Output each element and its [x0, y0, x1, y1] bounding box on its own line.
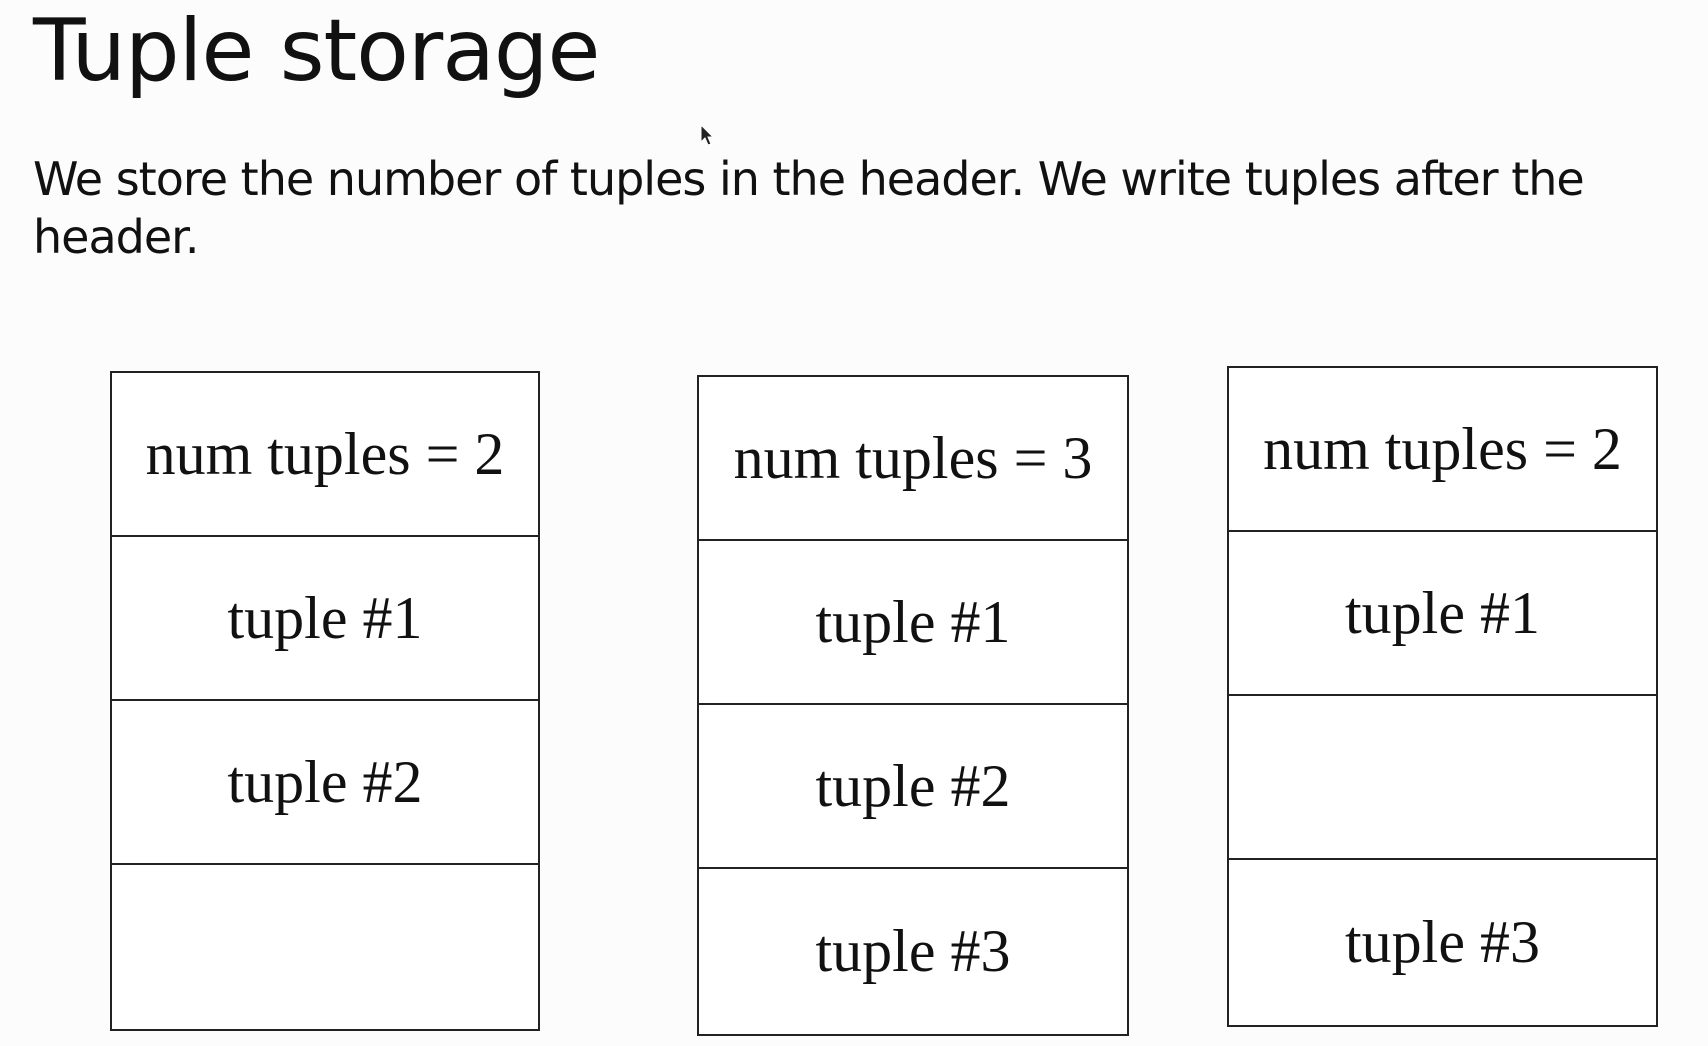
tuple-cell: tuple #2 [112, 701, 538, 865]
tuple-cell: tuple #3 [815, 917, 1011, 984]
page-block-1: num tuples = 2 tuple #1 tuple #2 [110, 371, 540, 1031]
empty-cell [112, 865, 538, 1029]
description-text: We store the number of tuples in the hea… [33, 152, 1585, 264]
page-block-2: num tuples = 3 tuple #1 tuple #2 tuple #… [697, 375, 1129, 1036]
page-block-3: num tuples = 2 tuple #1 tuple #3 [1227, 366, 1658, 1027]
tuple-cell: tuple #2 [699, 705, 1127, 869]
header-cell: num tuples = 2 [112, 373, 538, 537]
tuple-cell: tuple #1 [1229, 532, 1656, 696]
page-title: Tuple storage [33, 1, 600, 101]
header-cell: num tuples = 2 [1229, 368, 1656, 532]
tuple-cell: tuple #1 [699, 541, 1127, 705]
header-cell: num tuples = 3 [699, 377, 1127, 541]
mouse-pointer-icon [700, 124, 715, 146]
tuple-cell: tuple #1 [112, 537, 538, 701]
tuple-cell: tuple #3 [1345, 908, 1540, 975]
empty-cell [1229, 696, 1656, 860]
